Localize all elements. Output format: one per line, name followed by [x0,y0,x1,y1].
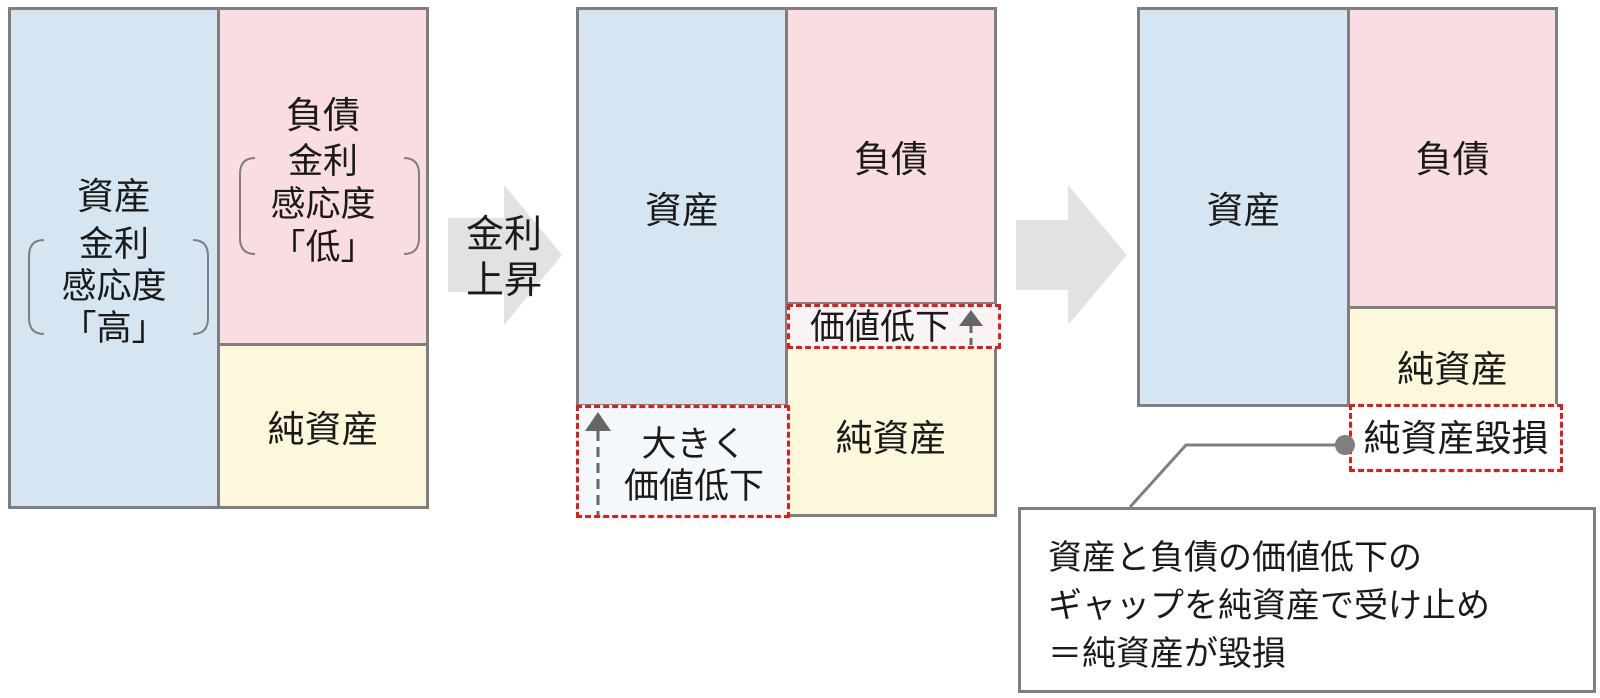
assets-sens-bracket-right [192,239,209,335]
panel1-equity-label: 純資産 [267,408,379,451]
callout-line-1: 資産と負債の価値低下の [1048,538,1422,578]
panel1-assets-sens-1: 金利 [78,225,149,265]
liab-drop-up-arrow-icon [959,310,983,326]
panel2-assets-block [576,7,788,407]
rate-rise-label-2: 上昇 [465,258,542,302]
panel3-liabilities-block [1347,7,1558,309]
panel2-liab-drop-box [787,304,1001,349]
callout-line-3: ＝純資産が毀損 [1048,634,1286,674]
panel3-assets-block [1137,7,1350,407]
panel1-liab-sens-3: 「低」 [270,228,376,268]
callout-connector [1128,443,1345,509]
panel2-equity-block [785,345,997,517]
panel1-liab-sens-2: 感応度 [270,185,376,225]
progress-arrow [1016,185,1127,325]
panel1-liab-label: 負債 [286,94,360,137]
panel1-assets-label: 資産 [77,175,151,218]
assets-drop-up-arrow-icon [585,412,611,431]
panel2-assets-drop-label-1: 大きく [641,425,747,465]
panel3-assets-label: 資産 [1206,189,1281,232]
callout-connector-dot [1335,435,1355,455]
panel3-equity-label: 純資産 [1397,348,1508,391]
panel1-liabilities-block [217,7,429,346]
liab-sens-bracket-left [239,157,256,255]
rate-rise-arrow [448,185,562,325]
panel1-assets-sens-2: 感応度 [61,267,167,307]
panel2-liab-drop-label: 価値低下 [809,308,950,348]
panel3-liab-label: 負債 [1415,138,1490,181]
liab-sens-bracket-right [403,157,420,255]
panel3-impairment-box [1349,404,1563,472]
callout-line-2: ギャップを純資産で受け止め [1048,586,1490,626]
assets-sens-bracket-left [28,239,45,335]
panel1-liab-sens-1: 金利 [287,142,358,182]
panel1-equity-block [217,343,429,509]
callout-box [1018,507,1596,693]
rate-rise-label-1: 金利 [465,212,542,256]
panel2-liabilities-block [785,7,997,305]
panel2-assets-drop-label-2: 価値低下 [623,467,764,507]
panel3-impairment-label: 純資産毀損 [1363,417,1549,460]
panel1-assets-block [8,7,220,509]
panel2-liab-label: 負債 [854,138,928,181]
panel1-assets-sens-3: 「高」 [61,309,167,349]
panel2-assets-label: 資産 [645,189,719,232]
panel2-equity-label: 純資産 [835,417,947,460]
panel2-assets-drop-box [576,405,790,518]
